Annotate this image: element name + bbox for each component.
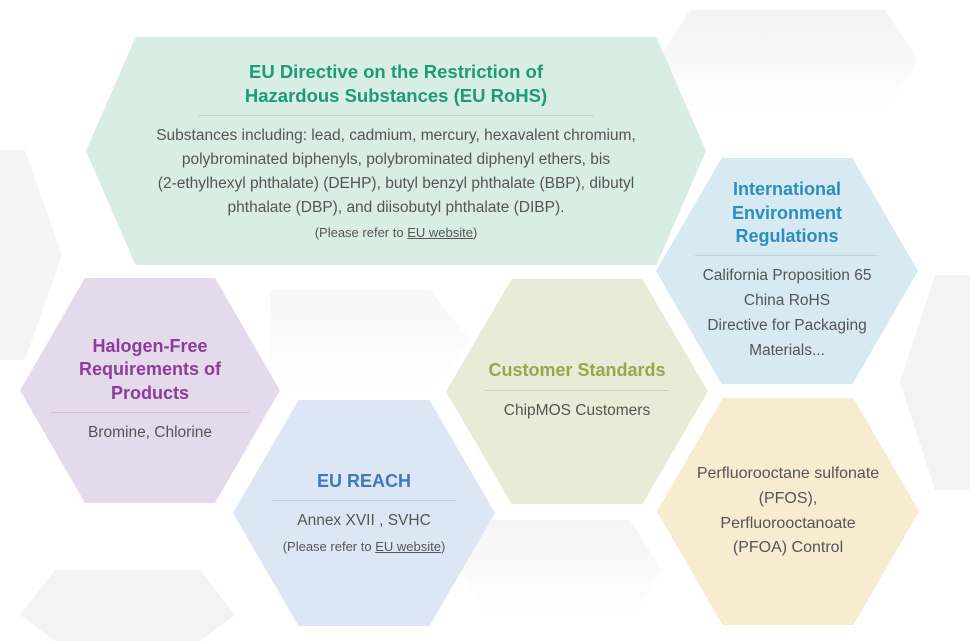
customer-divider <box>485 389 669 391</box>
rohs-note: (Please refer to EU website) <box>314 224 478 240</box>
reach-title: EU REACH <box>316 470 411 491</box>
reach-eu-website-link[interactable]: EU website <box>375 539 441 554</box>
bg-hex-bottom-left <box>20 570 235 641</box>
bg-hex-left <box>0 150 62 360</box>
hex-international-regulations: International Environment Regulations Ca… <box>656 158 918 384</box>
list-item: Materials... <box>749 341 825 359</box>
rohs-title: EU Directive on the Restriction of Hazar… <box>244 60 548 106</box>
bg-hex-right <box>900 275 970 490</box>
reach-body: Annex XVII , SVHC <box>297 512 431 530</box>
intl-divider <box>695 255 879 257</box>
list-item: California Proposition 65 <box>702 267 872 285</box>
hex-eu-rohs: EU Directive on the Restriction of Hazar… <box>86 37 706 265</box>
rohs-body: Substances including: lead, cadmium, mer… <box>156 126 636 216</box>
rohs-eu-website-link[interactable]: EU website <box>407 224 473 240</box>
halogen-divider <box>51 412 249 414</box>
customer-title: Customer Standards <box>488 360 666 381</box>
pfos-body: Perfluorooctane sulfonate (PFOS), Perflu… <box>696 464 880 557</box>
halogen-body: Bromine, Chlorine <box>87 424 213 442</box>
customer-body: ChipMOS Customers <box>503 401 651 419</box>
hex-pfos-pfoa: Perfluorooctane sulfonate (PFOS), Perflu… <box>657 398 919 625</box>
list-item: China RoHS <box>743 292 831 310</box>
bg-hex-top-right <box>658 10 918 110</box>
bg-hex-center <box>270 290 470 390</box>
rohs-divider <box>197 114 595 116</box>
intl-list: California Proposition 65 China RoHS Dir… <box>703 264 872 363</box>
bg-hex-bottom-mid <box>460 520 662 620</box>
list-item: Directive for Packaging <box>707 317 867 335</box>
reach-divider <box>272 500 456 502</box>
halogen-title: Halogen-Free Requirements of Products <box>78 336 222 403</box>
intl-title: International Environment Regulations <box>731 179 842 247</box>
reach-note: (Please refer to EU website) <box>282 539 446 554</box>
